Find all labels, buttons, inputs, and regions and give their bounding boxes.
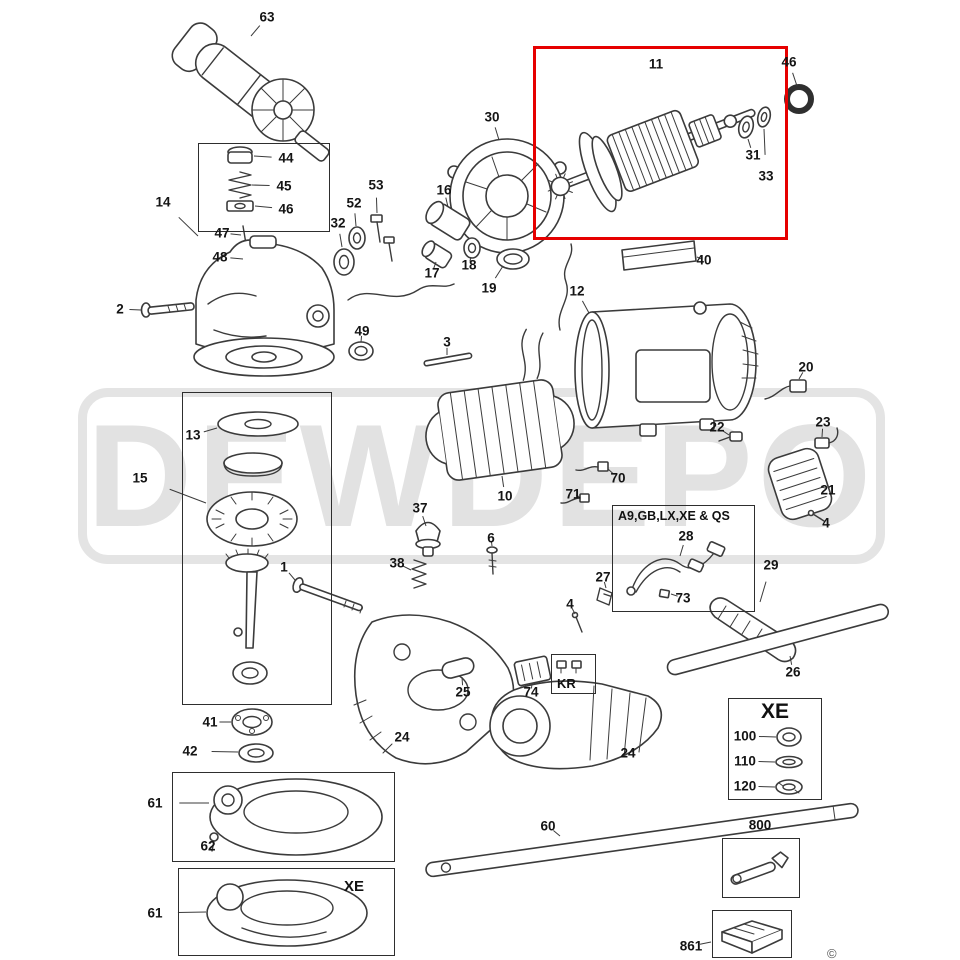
guard-xe-box: XE [178, 868, 395, 956]
leader-line-20 [798, 372, 804, 380]
leader-line-21 [820, 485, 826, 489]
leader-line-38 [403, 565, 412, 571]
handle-housings-drawing [353, 614, 663, 770]
leader-line-16 [445, 197, 449, 208]
xe-washers-drawing [775, 727, 803, 795]
leader-line-27 [603, 581, 607, 589]
leader-line-60 [553, 830, 561, 837]
leader-line-46 [254, 205, 273, 209]
kitbox-861-drawing [721, 920, 783, 954]
highlight-box [533, 46, 788, 240]
leader-line-13 [203, 427, 218, 433]
leader-line-14 [178, 216, 199, 237]
spanner-box [722, 838, 800, 898]
leader-line-32 [339, 233, 343, 248]
leader-line-61 [177, 911, 207, 914]
spindle-parts-drawing [206, 411, 299, 763]
wrench-drawing [425, 802, 859, 878]
leader-line-47 [230, 233, 242, 236]
leader-line-33 [763, 128, 766, 155]
guard-drawing [209, 778, 383, 856]
spanner-800-drawing [730, 851, 789, 885]
leader-line-71 [575, 494, 581, 498]
leader-line-62 [209, 839, 214, 844]
leader-line-19 [494, 265, 504, 279]
leader-lines-layer [129, 25, 826, 945]
leader-line-49 [360, 335, 363, 343]
leader-line-4 [571, 608, 576, 615]
leader-line-53 [375, 197, 378, 214]
variant-box-xe: XE [728, 698, 822, 800]
leader-line-120 [758, 785, 776, 788]
leader-line-110 [758, 760, 776, 763]
xe-variant-label: XE [760, 700, 790, 723]
leader-line-37 [422, 515, 427, 527]
guard-xe-drawing [206, 879, 368, 947]
a9-variant-label: A9,GB,LX,XE & QS [618, 509, 730, 523]
gear-housing-drawing [140, 235, 335, 377]
leader-line-100 [758, 735, 777, 738]
motor-housing-drawing [574, 301, 759, 437]
side-handle-drawing [171, 22, 330, 162]
variant-box-a9: A9,GB,LX,XE & QS [612, 505, 755, 612]
nameplate-drawing [621, 240, 697, 271]
xe-guard-label: XE [343, 878, 364, 895]
leader-line-17 [433, 261, 437, 269]
leader-line-63 [250, 25, 261, 37]
sub-parts-box [198, 143, 330, 232]
spindle-assembly-box [182, 392, 332, 705]
leader-line-22 [722, 430, 730, 436]
leader-line-70 [607, 468, 614, 475]
leader-line-15 [169, 488, 207, 504]
armature-drawing [547, 84, 814, 213]
kr-clip-icons [556, 660, 582, 674]
leader-line-48 [230, 257, 244, 260]
ring-pin-wires-drawing [347, 243, 573, 367]
lead-wire-drawing [626, 541, 726, 599]
guard-box [172, 772, 395, 862]
leader-line-46 [792, 72, 798, 87]
leader-line-74 [530, 683, 533, 689]
kr-variant-label: KR [557, 676, 576, 691]
leader-line-18 [469, 256, 472, 262]
leader-line-23 [821, 428, 824, 438]
leader-line-45 [251, 184, 270, 187]
leader-line-31 [747, 138, 752, 148]
leader-line-12 [581, 300, 590, 314]
leader-line-1 [288, 572, 296, 581]
leader-line-26 [789, 655, 793, 665]
variant-box-kr: KR [551, 654, 596, 694]
leader-line-6 [490, 541, 493, 547]
leader-line-25 [461, 676, 464, 686]
leader-line-40 [696, 256, 702, 260]
leader-line-42 [211, 750, 239, 753]
leader-line-10 [501, 475, 505, 488]
brush-parts-drawing [718, 379, 839, 522]
kitbox-box [712, 910, 792, 958]
leader-line-861 [699, 941, 712, 945]
cord-parts-drawing [666, 597, 890, 676]
leader-line-44 [253, 155, 272, 158]
fasteners-32-52-53-drawing [333, 214, 395, 276]
leader-line-29 [759, 581, 767, 603]
leader-line-73 [670, 593, 678, 597]
field-stator-drawing [425, 328, 609, 504]
leader-line-4 [819, 517, 824, 522]
leader-line-52 [354, 213, 357, 227]
leader-line-28 [679, 544, 684, 557]
copyright-symbol: © [827, 946, 837, 960]
leader-line-2 [129, 308, 142, 311]
leader-line-30 [494, 127, 500, 141]
switch-parts-drawing [292, 521, 613, 633]
